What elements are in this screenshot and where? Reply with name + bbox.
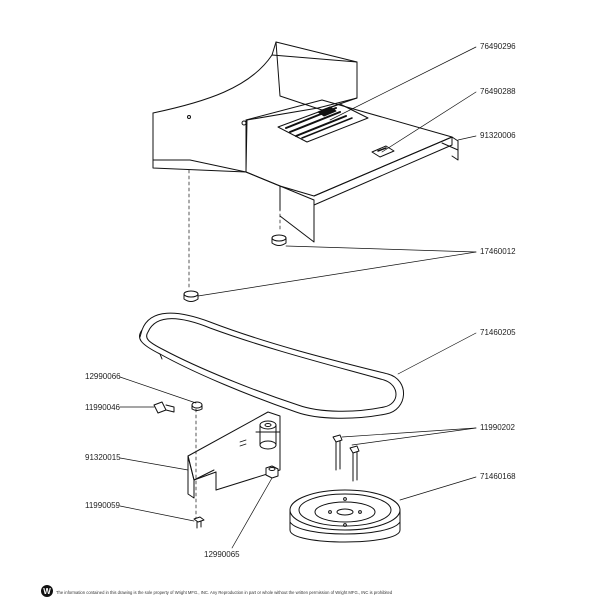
label-bolts-pair: 11990202 (480, 423, 516, 432)
drive-pulley (289, 489, 401, 543)
label-bolt-left: 11990046 (85, 403, 121, 412)
bolt-left (153, 401, 175, 414)
v-belt (138, 312, 404, 419)
bolt-bottom (193, 516, 205, 529)
small-decal (371, 145, 395, 158)
label-belt: 71460205 (480, 328, 516, 337)
wright-logo-icon (41, 585, 53, 597)
label-bumper: 17460012 (480, 247, 516, 256)
label-bracket-right: 91320006 (480, 131, 516, 140)
nut-bottom (265, 465, 279, 479)
bolt-pair (332, 434, 360, 482)
bumper-lower (183, 290, 199, 302)
label-bolt-bottom: 11990059 (85, 501, 121, 510)
idler-bracket (187, 411, 281, 499)
label-idler-bracket: 91320015 (85, 453, 121, 462)
leader-lines (119, 46, 477, 549)
label-nut-bottom: 12990065 (204, 550, 240, 559)
label-pulley: 71460168 (480, 472, 516, 481)
footer: W The information contained in this draw… (41, 585, 393, 597)
nut-top (191, 401, 203, 411)
label-nut-top: 12990066 (85, 372, 121, 381)
logo-letter: W (43, 587, 51, 596)
deck-cover-assembly (152, 41, 459, 243)
copyright-notice: The information contained in this drawin… (56, 590, 393, 595)
label-decal-small: 76490288 (480, 87, 516, 96)
bumper-upper (271, 234, 287, 246)
part-labels: 76490296 76490288 91320006 17460012 7146… (85, 42, 516, 559)
large-decal (277, 103, 369, 143)
label-decal-large: 76490296 (480, 42, 516, 51)
